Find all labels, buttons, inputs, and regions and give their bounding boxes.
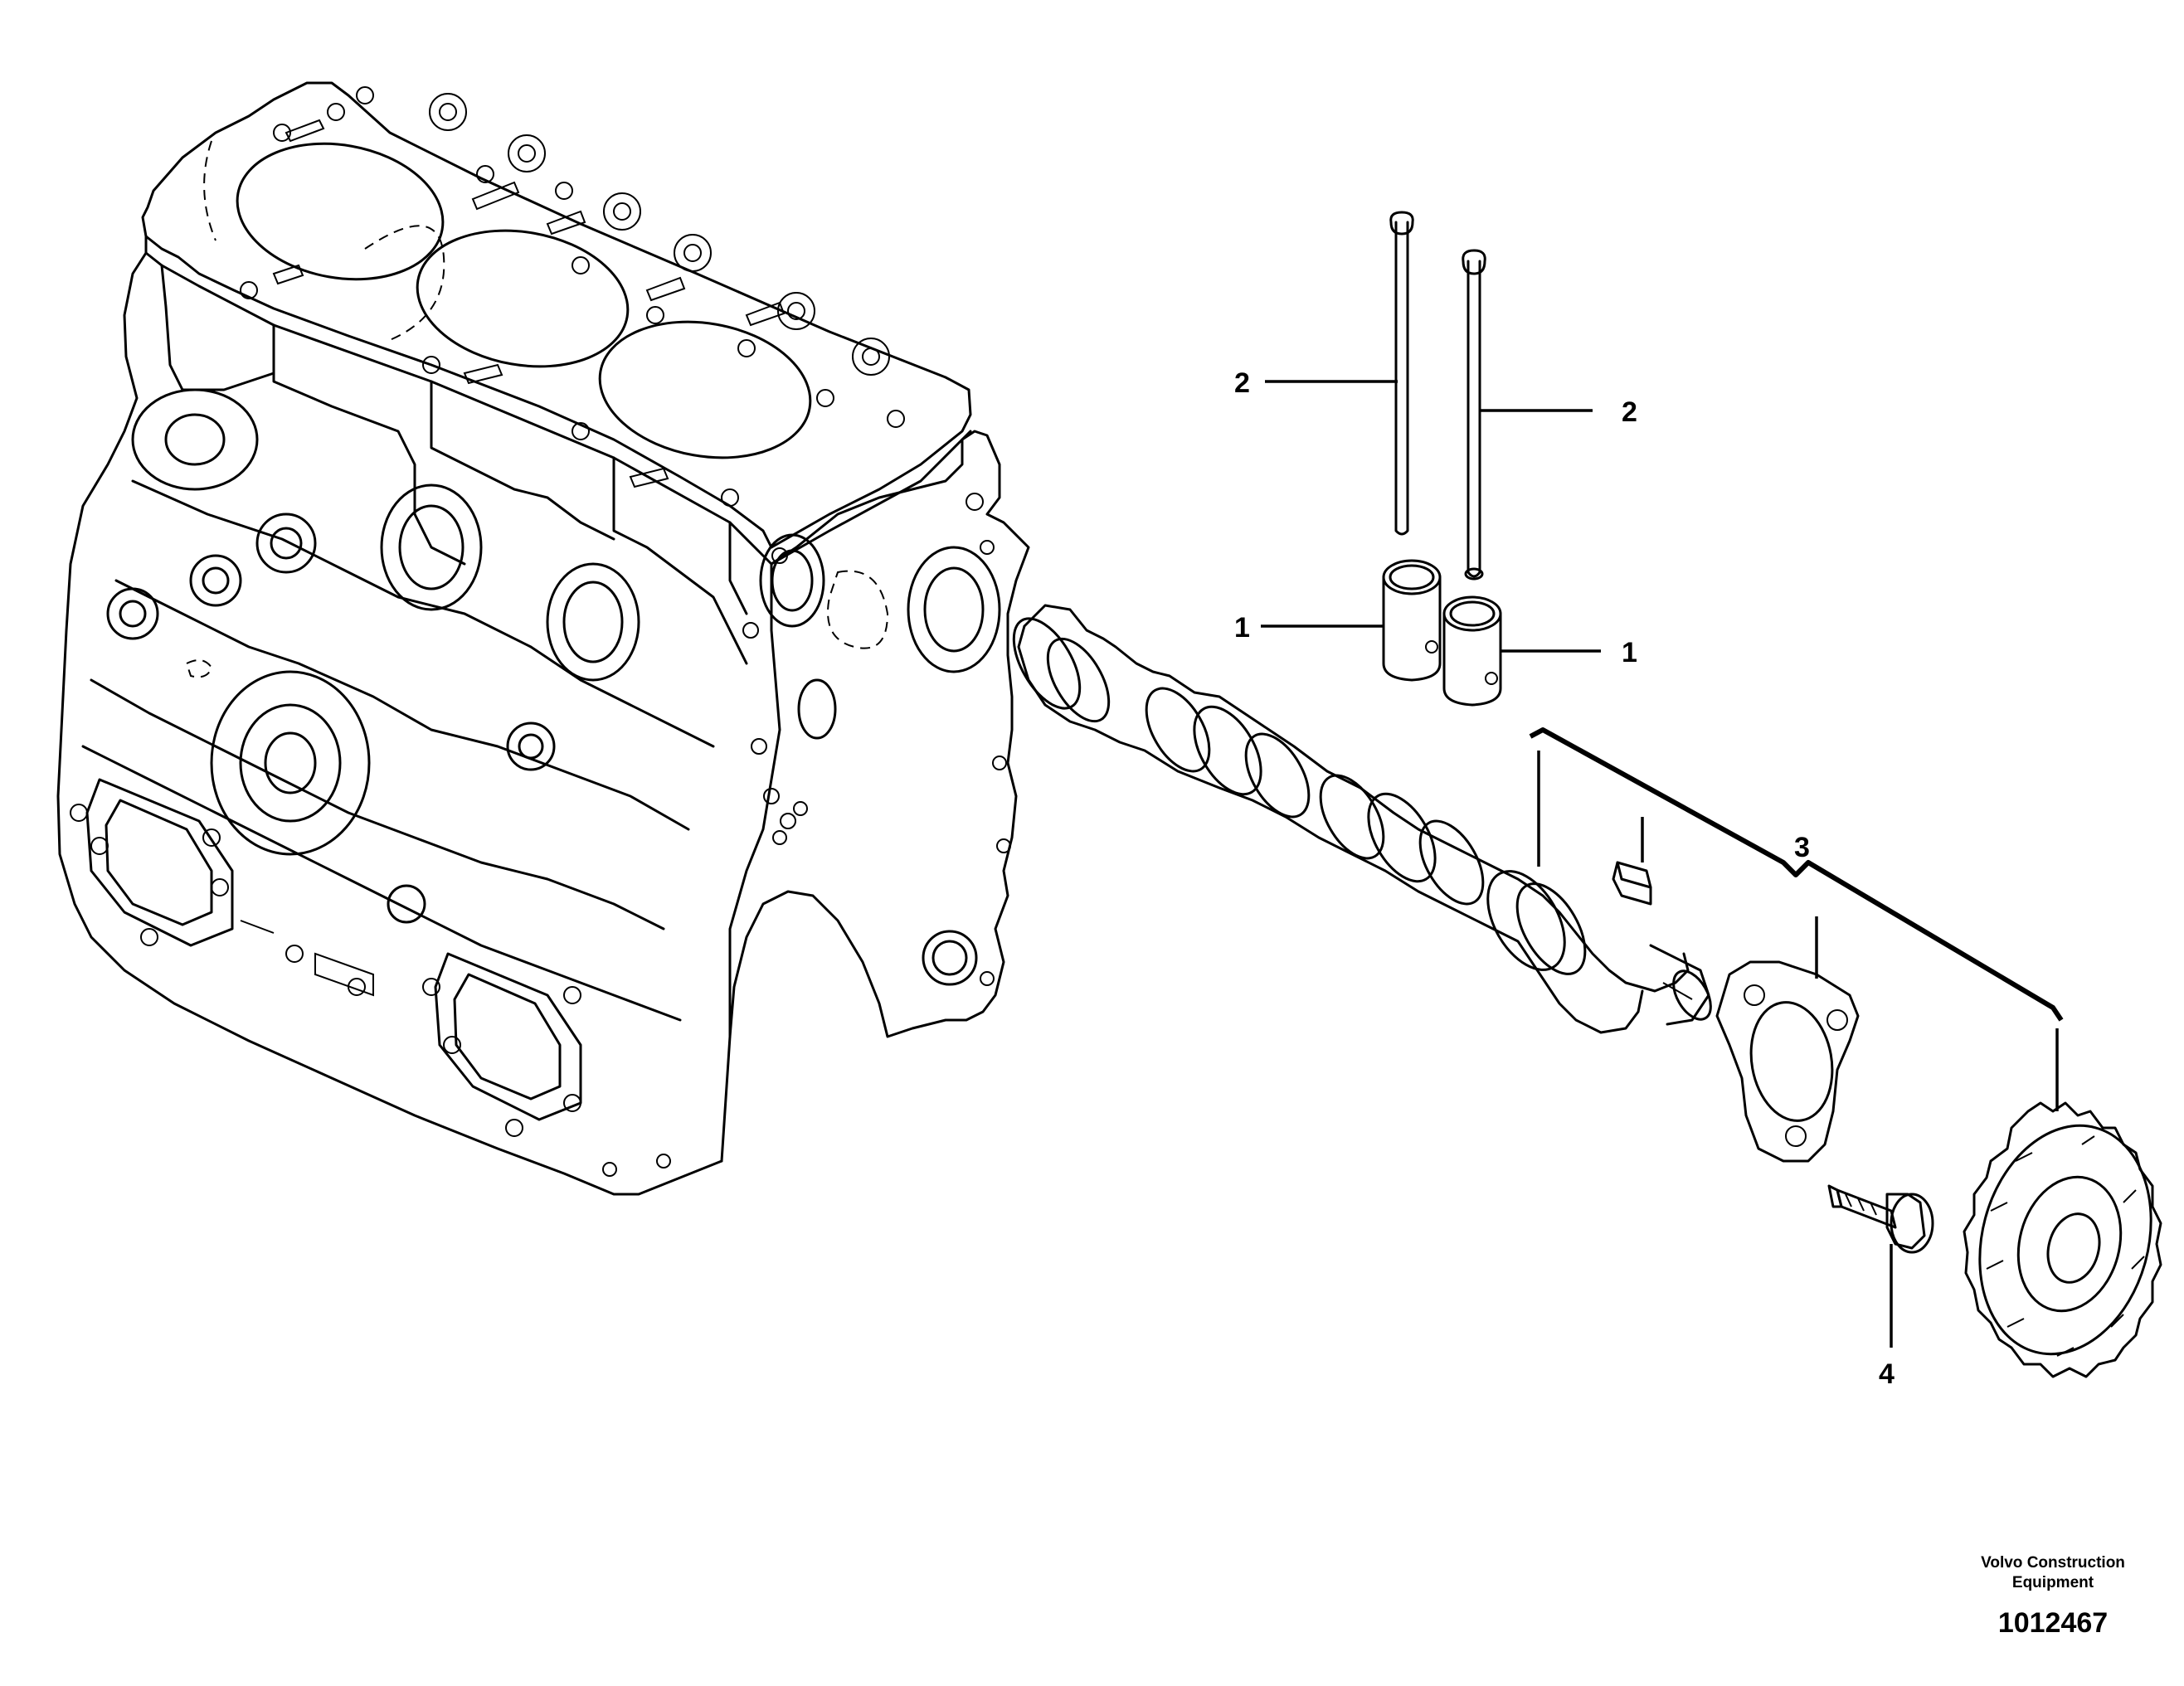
leader-lines (1261, 380, 2064, 1348)
callout-1-right: 1 (1622, 637, 1637, 668)
tappets (1382, 559, 1502, 707)
brand-line-1: Volvo Construction (1981, 1554, 2125, 1572)
callout-2-right: 2 (1622, 396, 1637, 428)
brand-line-2: Equipment (2012, 1574, 2094, 1591)
cam-gear (1963, 1101, 2162, 1378)
camshaft (1012, 604, 1712, 1034)
callout-3: 3 (1794, 832, 1810, 863)
document-number: 1012467 (1998, 1607, 2108, 1639)
engine-block (56, 81, 1030, 1196)
callout-4: 4 (1879, 1358, 1895, 1390)
bolt (1827, 1184, 1934, 1254)
callout-2-left: 2 (1234, 367, 1250, 399)
callout-1-left: 1 (1234, 612, 1250, 644)
push-rods (1389, 211, 1486, 581)
thrust-plate (1715, 960, 1860, 1163)
brace-3 (1529, 727, 2064, 1022)
